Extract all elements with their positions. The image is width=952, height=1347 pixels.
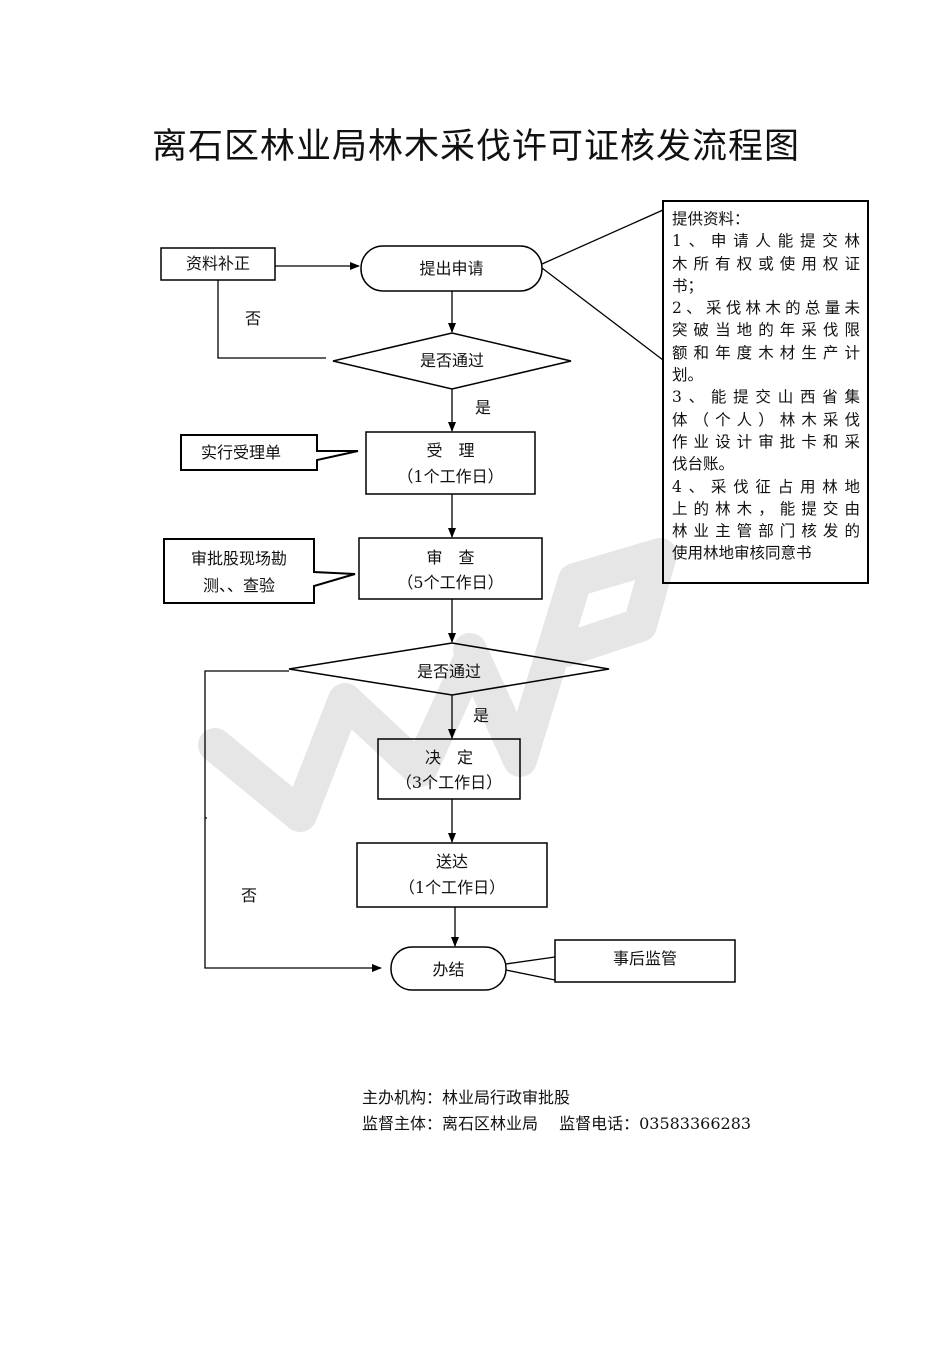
- decide-duration: （3个工作日）: [395, 773, 503, 792]
- finish-terminal: [390, 946, 507, 991]
- survey-label-line2: 测、、查验: [202, 576, 275, 595]
- materials-line: 木所有权或使用权证: [672, 254, 860, 273]
- review-label: 审 查: [426, 548, 475, 567]
- materials-line: 使用林地审核同意书: [672, 544, 812, 563]
- footer-org: 主办机构：林业局行政审批股: [362, 1088, 571, 1107]
- materials-note: 提供资料： 1、申请人能提交林 木所有权或使用权证 书； 2、采伐林木的总量未 …: [672, 208, 860, 565]
- materials-line: 作业设计审批卡和采: [672, 432, 860, 451]
- supervise-label: 事后监管: [612, 949, 677, 968]
- supplement-label: 资料补正: [185, 254, 250, 273]
- decision-1-label: 是否通过: [419, 351, 484, 370]
- materials-line: 4、采伐征占用林地: [672, 477, 860, 496]
- materials-line: 伐台账。: [672, 455, 735, 474]
- materials-line: 提供资料：: [672, 210, 750, 228]
- edge-label-no-1: 否: [244, 309, 261, 328]
- accept-form-label: 实行受理单: [200, 443, 281, 462]
- accept-form-callout: [180, 434, 359, 471]
- decision-2-label: 是否通过: [416, 662, 481, 681]
- materials-line: 书；: [672, 276, 704, 295]
- edge-label-yes-2: 是: [472, 706, 489, 725]
- materials-line: 上的林木，能提交由: [672, 499, 860, 518]
- accept-duration: （1个工作日）: [397, 467, 504, 486]
- materials-box: [662, 200, 869, 584]
- accept-label: 受 理: [426, 441, 475, 460]
- review-duration: （5个工作日）: [397, 573, 504, 592]
- decision-diamond-2: [288, 642, 610, 696]
- materials-line: 划。: [672, 366, 704, 385]
- apply-label: 提出申请: [419, 259, 484, 278]
- materials-line: 体（个人）林木采伐: [672, 410, 860, 429]
- decide-label: 决 定: [424, 748, 473, 767]
- materials-line: 林业主管部门核发的: [672, 522, 860, 541]
- deliver-duration: （1个工作日）: [398, 878, 506, 897]
- edge-label-no-2: 否: [240, 886, 257, 905]
- deliver-label: 送达: [435, 852, 468, 871]
- survey-callout: [163, 538, 356, 604]
- decision-diamond-1: [332, 332, 572, 390]
- materials-line: 2、采伐林木的总量未: [672, 299, 860, 318]
- materials-line: 额和年度木材生产计: [672, 343, 860, 362]
- review-box: [358, 537, 543, 600]
- deliver-box: [356, 842, 548, 908]
- survey-label-line1: 审批股现场勘: [190, 549, 287, 568]
- edge-label-yes-1: 是: [474, 398, 491, 417]
- supervise-box: [554, 939, 736, 983]
- decide-box: [377, 738, 521, 800]
- materials-line: 3、能提交山西省集: [672, 388, 860, 407]
- accept-box: [365, 431, 536, 495]
- footer-supervisor: 监督主体：离石区林业局 监督电话：03583366283: [362, 1114, 752, 1133]
- finish-label: 办结: [432, 960, 465, 979]
- materials-line: 1、申请人能提交林: [672, 232, 860, 251]
- page-title: 离石区林业局林木采伐许可证核发流程图: [151, 127, 800, 167]
- materials-line: 突破当地的年采伐限: [672, 321, 860, 340]
